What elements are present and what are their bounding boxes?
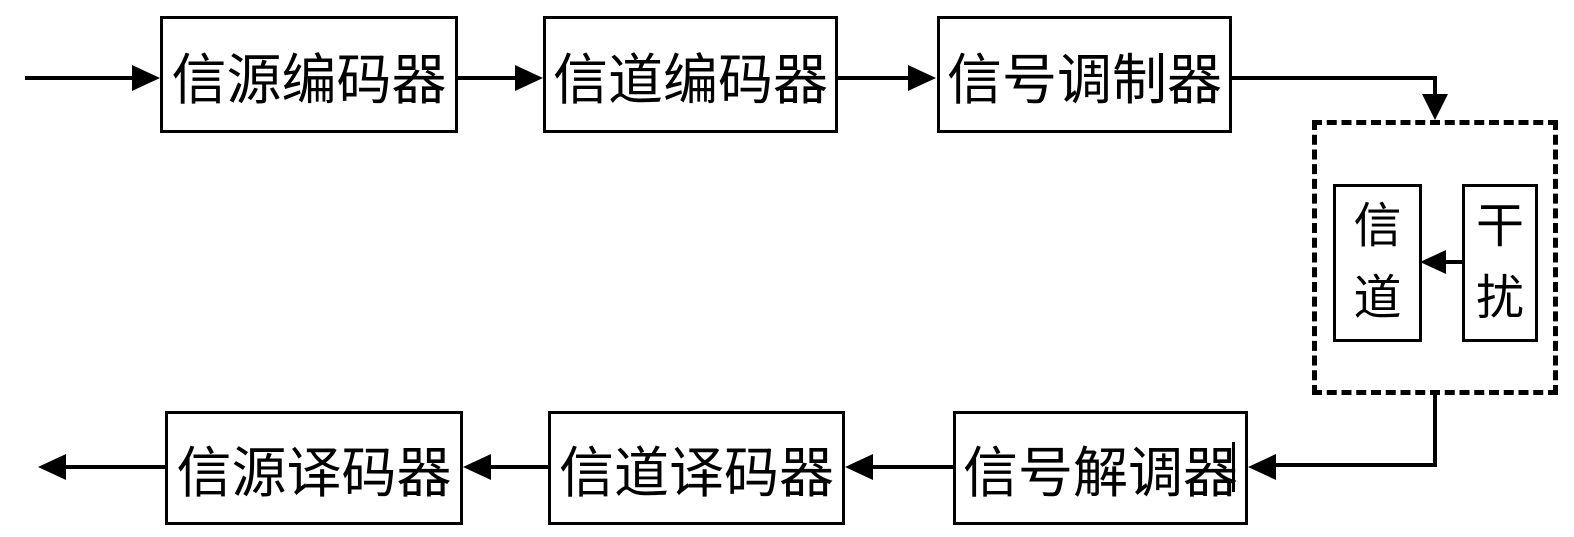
connector-mod-channel-v [1433, 76, 1437, 96]
box-channel-encoder: 信道编码器 [543, 16, 838, 133]
box-channel: 信道 [1333, 184, 1422, 342]
arrowhead-output-icon [38, 454, 66, 480]
connector-enc1-enc2 [458, 76, 516, 80]
arrowhead-demod-dec1-icon [845, 454, 873, 480]
connector-interference-channel [1444, 260, 1462, 264]
box-signal-modulator: 信号调制器 [937, 16, 1232, 133]
box-interference-label: 干扰 [1475, 200, 1524, 325]
dashed-channel-group [1312, 120, 1558, 395]
connector-input [25, 76, 135, 80]
connector-enc2-mod [838, 76, 909, 80]
box-source-encoder: 信源编码器 [160, 16, 458, 133]
box-source-decoder-label: 信源译码器 [176, 443, 452, 504]
box-signal-demodulator: 信号解调器 [953, 411, 1248, 525]
box-channel-label: 信道 [1353, 200, 1402, 325]
box-interference: 干扰 [1462, 184, 1538, 342]
text-cursor-artifact [1232, 442, 1235, 492]
connector-channel-demod-v [1433, 395, 1437, 467]
connector-mod-channel-h [1232, 76, 1437, 80]
arrowhead-input-icon [132, 65, 160, 91]
box-source-encoder-label: 信源编码器 [171, 49, 447, 111]
connector-dec1-dec2 [489, 465, 548, 469]
box-channel-decoder-label: 信道译码器 [558, 443, 834, 504]
arrowhead-enc2-mod-icon [908, 65, 936, 91]
box-signal-modulator-label: 信号调制器 [946, 49, 1222, 111]
box-signal-demodulator-label: 信号解调器 [962, 443, 1238, 504]
arrowhead-into-channel-icon [1422, 94, 1448, 120]
connector-channel-demod-h [1274, 463, 1437, 467]
box-channel-decoder: 信道译码器 [548, 411, 845, 525]
arrowhead-enc1-enc2-icon [515, 65, 543, 91]
arrowhead-interference-channel-icon [1420, 250, 1446, 274]
arrowhead-dec1-dec2-icon [463, 454, 491, 480]
connector-demod-dec1 [871, 465, 953, 469]
box-source-decoder: 信源译码器 [165, 411, 463, 525]
arrowhead-channel-demod-icon [1248, 454, 1276, 480]
box-channel-encoder-label: 信道编码器 [552, 49, 828, 111]
connector-output [64, 465, 165, 469]
